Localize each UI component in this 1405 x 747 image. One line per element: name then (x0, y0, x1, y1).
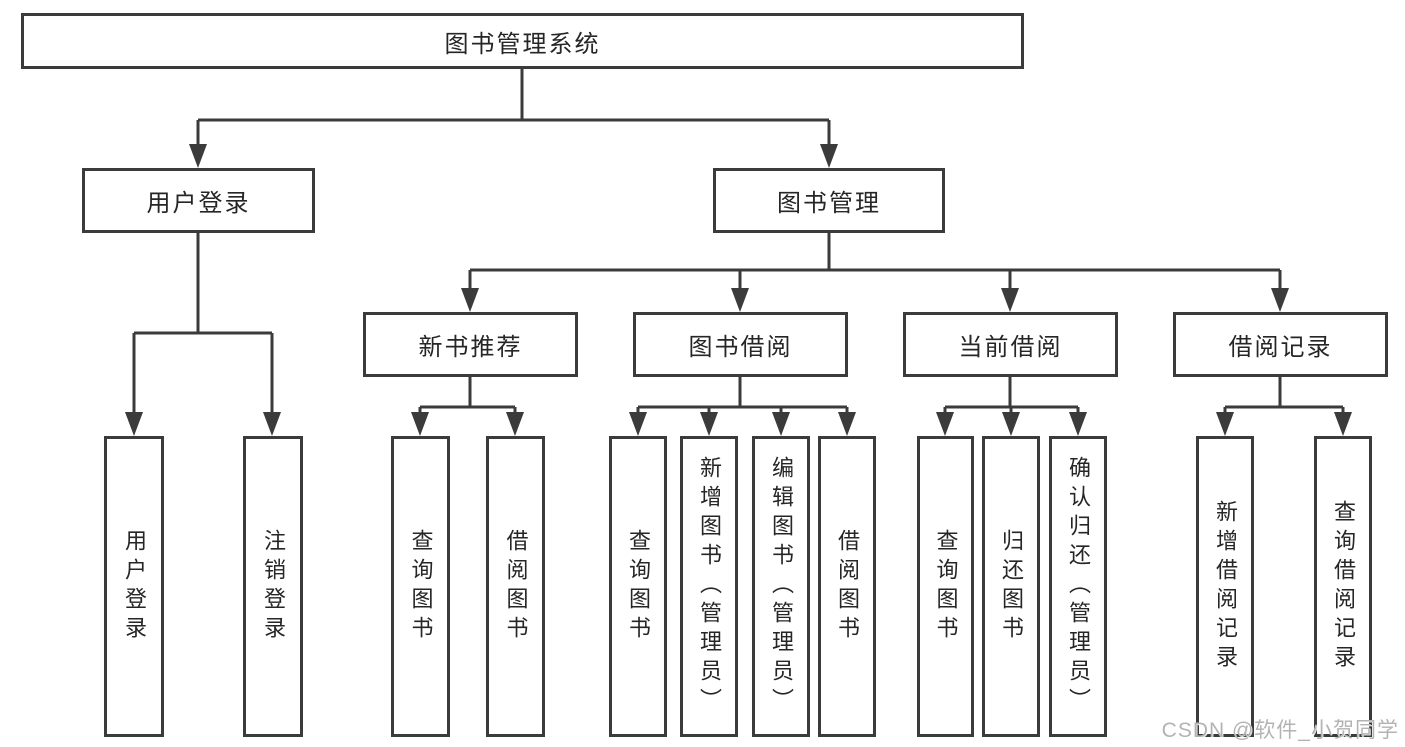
arrow-down-icon (1002, 412, 1020, 436)
node-library-management-system-label: 图书管理系统 (444, 30, 601, 58)
connector-book-borrow (636, 377, 849, 416)
node-cb-confirm-return-admin-label: 确认归还（管理员） (1066, 456, 1091, 717)
node-bb-add-books-admin-label: 新增图书（管理员） (697, 456, 722, 717)
node-cb-return-books-label: 归还图书 (999, 528, 1024, 645)
arrow-down-icon (263, 412, 281, 436)
arrow-down-icon (411, 412, 429, 436)
node-bb-query-books: 查询图书 (609, 436, 667, 737)
connector-user-login (132, 233, 274, 416)
arrow-down-icon (1001, 288, 1019, 312)
connector-borrow-records (1223, 377, 1345, 416)
node-bb-query-books-label: 查询图书 (626, 528, 651, 645)
arrow-down-icon (1334, 412, 1352, 436)
node-book-borrow: 图书借阅 (633, 312, 848, 377)
node-user-login-leaf-label: 用户登录 (122, 528, 147, 645)
node-borrow-records: 借阅记录 (1173, 312, 1388, 377)
node-new-book-recommend-label: 新书推荐 (418, 334, 523, 361)
arrow-down-icon (1069, 412, 1087, 436)
node-library-management-system: 图书管理系统 (21, 13, 1024, 69)
node-logout-leaf-label: 注销登录 (261, 528, 286, 645)
node-bb-add-books-admin: 新增图书（管理员） (680, 436, 738, 737)
node-borrow-records-label: 借阅记录 (1228, 334, 1333, 361)
node-current-borrow: 当前借阅 (903, 312, 1118, 377)
connector-new-book-recommend (418, 377, 517, 416)
node-bb-edit-books-admin-label: 编辑图书（管理员） (769, 456, 794, 717)
node-bb-borrow-books-label: 借阅图书 (835, 528, 860, 645)
node-nbr-borrow-books: 借阅图书 (486, 436, 545, 737)
node-nbr-query-books: 查询图书 (391, 436, 450, 737)
node-br-query-record-label: 查询借阅记录 (1331, 499, 1356, 674)
arrow-down-icon (461, 288, 479, 312)
arrow-down-icon (936, 412, 954, 436)
node-br-add-record: 新增借阅记录 (1196, 436, 1254, 737)
arrow-down-icon (1271, 288, 1289, 312)
node-user-login: 用户登录 (82, 168, 315, 233)
csdn-watermark: CSDN @软件_小贺同学 (1161, 719, 1399, 742)
node-book-borrow-label: 图书借阅 (688, 334, 793, 361)
node-new-book-recommend: 新书推荐 (363, 312, 578, 377)
node-book-management: 图书管理 (713, 168, 945, 233)
arrow-down-icon (820, 144, 838, 168)
arrow-down-icon (629, 412, 647, 436)
node-nbr-borrow-books-label: 借阅图书 (503, 528, 529, 645)
node-bb-edit-books-admin: 编辑图书（管理员） (752, 436, 810, 737)
connector-current-borrow (943, 377, 1080, 416)
node-cb-confirm-return-admin: 确认归还（管理员） (1049, 436, 1107, 737)
node-book-management-label: 图书管理 (777, 190, 881, 217)
node-br-add-record-label: 新增借阅记录 (1213, 499, 1238, 674)
arrow-down-icon (772, 412, 790, 436)
node-user-login-leaf: 用户登录 (104, 436, 164, 737)
connector-book-management (468, 233, 1282, 292)
arrow-down-icon (700, 412, 718, 436)
node-current-borrow-label: 当前借阅 (958, 334, 1063, 361)
arrow-down-icon (189, 144, 207, 168)
arrow-down-icon (838, 412, 856, 436)
node-bb-borrow-books: 借阅图书 (818, 436, 876, 737)
node-nbr-query-books-label: 查询图书 (408, 528, 434, 645)
node-br-query-record: 查询借阅记录 (1314, 436, 1372, 737)
node-logout-leaf: 注销登录 (243, 436, 303, 737)
node-cb-query-books: 查询图书 (917, 436, 974, 737)
arrow-down-icon (731, 288, 749, 312)
node-cb-return-books: 归还图书 (982, 436, 1040, 737)
arrow-down-icon (506, 412, 524, 436)
arrow-down-icon (1216, 412, 1234, 436)
connector-root (196, 69, 831, 148)
node-user-login-label: 用户登录 (146, 190, 251, 217)
arrow-down-icon (125, 412, 143, 436)
node-cb-query-books-label: 查询图书 (933, 528, 959, 645)
